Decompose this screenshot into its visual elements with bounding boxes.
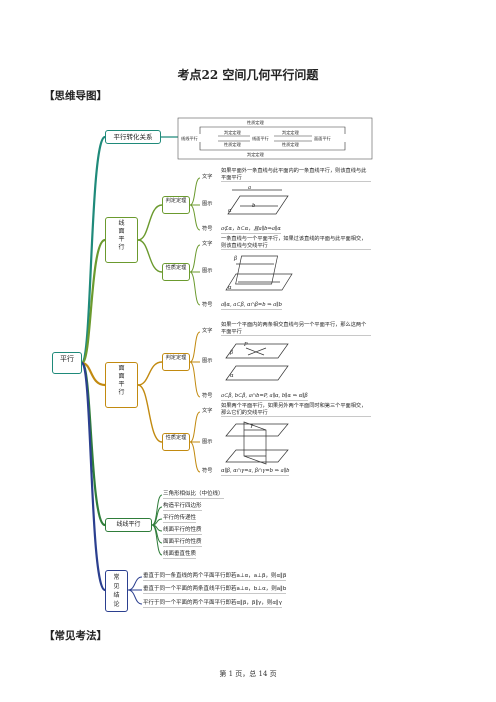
transform-top-label: 性质定理: [247, 120, 264, 125]
pp-judge-figure: [225, 343, 289, 381]
common-item-0: 垂直于同一条直线的两个平面平行即若a⊥α，a⊥β，则α∥β: [143, 573, 287, 581]
transform-j2-bot: 性质定理: [282, 142, 299, 147]
pp-judge-sym: a⊂β, b⊂β, a∩b=P, a∥α, b∥α ⇒ α∥β: [221, 393, 308, 401]
pp-prop-text-label: 文字: [202, 408, 213, 414]
lp-prop-node: 性质定理: [162, 263, 190, 281]
lp-judge-fig-b: b: [252, 203, 256, 209]
branch-transform: 平行转化关系: [105, 130, 161, 144]
lp-prop-fig-beta: β: [234, 256, 237, 262]
lp-prop-fig-label: 图示: [202, 268, 213, 274]
branch-line-line: 线线平行: [105, 518, 152, 532]
pp-judge-fig-alpha: α: [230, 373, 234, 379]
common-item-2: 平行于同一个平面的两个平面平行即若α∥β，β∥γ，则α∥γ: [143, 600, 283, 608]
lp-judge-text: 如果平面外一条直线与此平面内的一条直线平行，则该直线与此平面平行: [221, 168, 371, 182]
branch-common: 常见结论: [105, 570, 128, 612]
pp-judge-text-label: 文字: [202, 328, 213, 334]
lp-judge-sym: a⊄α，b⊂α，且a∥b⇒a∥α: [221, 226, 281, 234]
lp-prop-text: 一条直线与一个平面平行，如果过该直线的平面与此平面相交，则该直线与交线平行: [221, 236, 371, 250]
ll-item-3: 线面平行的性质: [163, 527, 202, 535]
transform-node-line-line: 线线平行: [181, 136, 198, 141]
page-footer: 第 1 页，总 14 页: [219, 670, 277, 678]
lp-prop-figure: [225, 255, 293, 291]
branch-common-text: 常见结论: [113, 574, 120, 608]
common-item-1: 垂直于同一个平面的两条直线平行即若a⊥α，b⊥α，则a∥b: [143, 586, 287, 594]
pp-judge-text: 如果一个平面内的两条相交直线与另一个平面平行，那么这两个平面平行: [221, 322, 371, 336]
transform-node-line-plane: 线面平行: [252, 136, 269, 141]
transform-j1-top: 判定定理: [224, 130, 241, 135]
pp-prop-fig-label: 图示: [202, 439, 213, 445]
ll-item-4: 面面平行的性质: [163, 539, 202, 547]
transform-node-plane-plane: 面面平行: [314, 136, 331, 141]
transform-bottom-label: 判定定理: [247, 152, 264, 157]
section-methods-heading: 【常见考法】: [44, 630, 107, 642]
lp-prop-sym: a∥α, a⊂β, α∩β=b ⇒ a∥b: [221, 302, 282, 310]
lp-judge-text-label: 文字: [202, 174, 213, 180]
branch-plane-plane-text: 面面平行: [118, 365, 125, 396]
lp-judge-node: 判定定理: [162, 196, 190, 214]
lp-prop-sym-label: 符号: [202, 302, 213, 308]
lp-prop-text-label: 文字: [202, 241, 213, 247]
section-mindmap-heading: 【思维导图】: [44, 90, 107, 102]
branch-line-plane-text: 线面平行: [118, 220, 125, 251]
pp-judge-node: 判定定理: [162, 353, 190, 371]
pp-prop-sym: α∥β, α∩γ=a, β∩γ=b ⇒ a∥b: [221, 468, 290, 476]
root-node: 平行: [52, 352, 82, 374]
pp-prop-figure: [225, 421, 289, 465]
pp-judge-fig-label: 图示: [202, 358, 213, 364]
ll-item-0: 三角形相似比（中位线）: [163, 491, 224, 499]
ll-item-5: 线面垂直性质: [163, 551, 197, 559]
transform-j1-bot: 性质定理: [224, 142, 241, 147]
page-title: 考点22 空间几何平行问题: [177, 68, 319, 82]
transform-j2-top: 判定定理: [282, 130, 299, 135]
lp-judge-fig-label: 图示: [202, 201, 213, 207]
lp-judge-fig-a: a: [248, 185, 252, 191]
branch-line-plane: 线面平行: [105, 217, 138, 263]
pp-prop-fig-gamma: γ: [250, 423, 254, 429]
lp-judge-sym-label: 符号: [202, 226, 213, 232]
pp-judge-fig-beta: β: [230, 350, 233, 356]
ll-item-2: 平行的传递性: [163, 515, 197, 523]
pp-prop-text: 如果两个平面平行，如果另外两个平面同时和第三个平面相交，那么它们的交线平行: [221, 403, 371, 417]
ll-item-1: 构造平行四边形: [163, 503, 202, 511]
lp-judge-figure: [227, 189, 289, 215]
branch-plane-plane: 面面平行: [105, 362, 138, 408]
lp-judge-fig-alpha: α: [228, 208, 232, 214]
pp-prop-sym-label: 符号: [202, 468, 213, 474]
pp-judge-fig-p: P: [244, 342, 248, 348]
lp-prop-fig-alpha: α: [228, 285, 232, 291]
pp-prop-node: 性质定理: [162, 433, 190, 451]
pp-judge-sym-label: 符号: [202, 393, 213, 399]
